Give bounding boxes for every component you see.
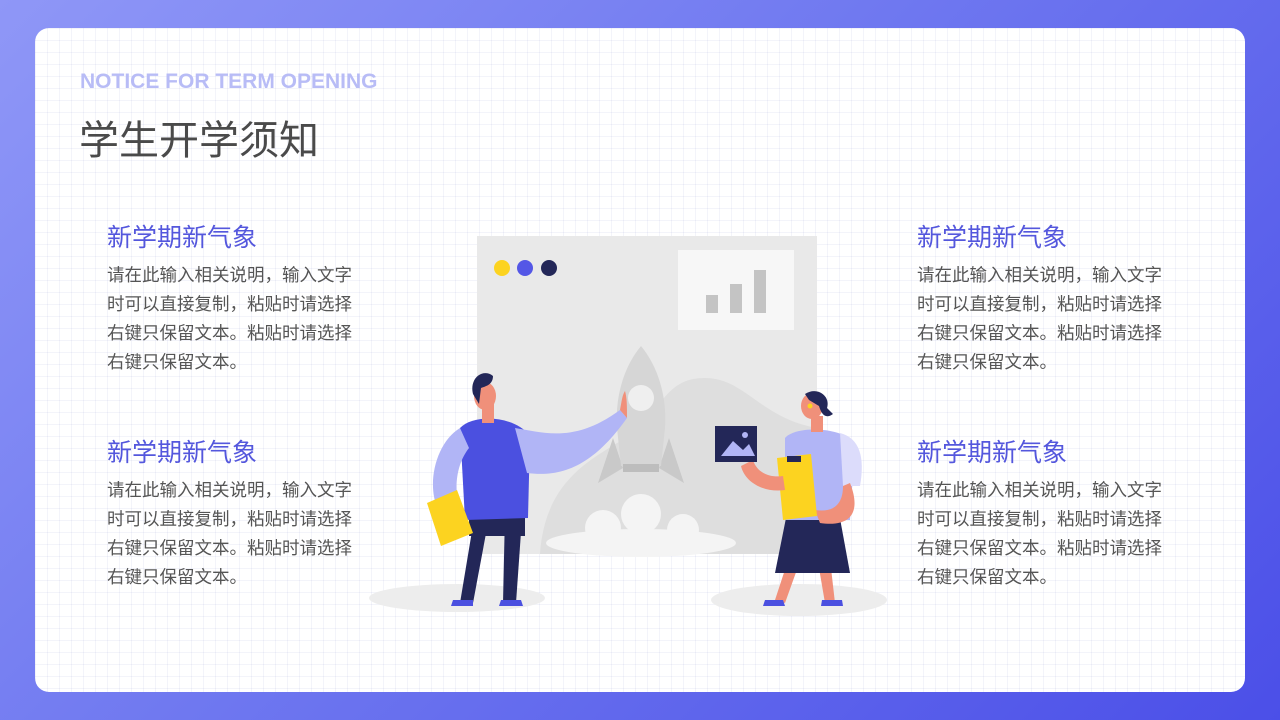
window-dot-blue [517,260,533,276]
window-dot-yellow [494,260,510,276]
info-block-top-right: 新学期新气象 请在此输入相关说明，输入文字时可以直接复制，粘贴时请选择右键只保留… [917,218,1177,378]
info-block-bottom-right: 新学期新气象 请在此输入相关说明，输入文字时可以直接复制，粘贴时请选择右键只保留… [917,433,1177,593]
block-body: 请在此输入相关说明，输入文字时可以直接复制，粘贴时请选择右键只保留文本。粘贴时请… [107,481,352,588]
image-icon [715,426,757,462]
clipboard-icon-left [427,490,473,546]
info-block-top-left: 新学期新气象 请在此输入相关说明，输入文字时可以直接复制，粘贴时请选择右键只保留… [107,218,367,378]
bar-chart-icon [678,250,794,330]
info-block-bottom-left: 新学期新气象 请在此输入相关说明，输入文字时可以直接复制，粘贴时请选择右键只保留… [107,433,367,593]
block-heading: 新学期新气象 [107,223,258,252]
page-title: 学生开学须知 [79,118,319,164]
block-body: 请在此输入相关说明，输入文字时可以直接复制，粘贴时请选择右键只保留文本。粘贴时请… [917,266,1162,373]
block-body: 请在此输入相关说明，输入文字时可以直接复制，粘贴时请选择右键只保留文本。粘贴时请… [917,481,1162,588]
man-figure [427,373,627,606]
block-heading: 新学期新气象 [917,223,1068,252]
illustration [369,236,887,616]
slide-card: NOTICE FOR TERM OPENING 学生开学须知 新学期新气象 请在… [35,28,1245,692]
block-heading: 新学期新气象 [917,438,1068,467]
eyebrow-text: NOTICE FOR TERM OPENING [80,70,378,93]
woman-figure [715,391,862,606]
block-heading: 新学期新气象 [107,438,258,467]
ground-shadow-right [711,584,887,616]
browser-window-illustration [477,236,817,557]
rocket-icon [546,346,736,557]
ground-shadow-left [369,584,545,612]
clipboard-icon-right [777,454,817,520]
window-dot-navy [541,260,557,276]
block-body: 请在此输入相关说明，输入文字时可以直接复制，粘贴时请选择右键只保留文本。粘贴时请… [107,266,352,373]
